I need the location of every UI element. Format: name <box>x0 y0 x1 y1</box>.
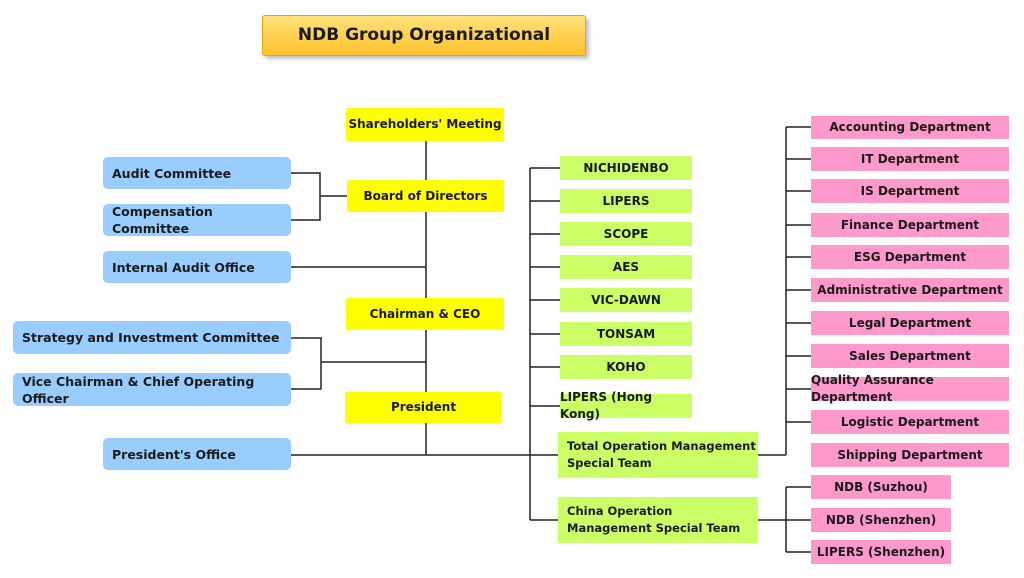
china-operation-team-box: China Operation Management Special Team <box>558 497 758 543</box>
subsidiary-box: LIPERS (Hong Kong) <box>560 390 692 421</box>
strategy-investment-committee-box: Strategy and Investment Committee <box>13 321 291 354</box>
department-box: Accounting Department <box>811 116 1009 139</box>
department-box: Sales Department <box>811 344 1009 368</box>
department-box: IS Department <box>811 179 1009 203</box>
department-box: ESG Department <box>811 245 1009 269</box>
subsidiary-box: NICHIDENBO <box>560 156 692 180</box>
subsidiary-box: TONSAM <box>560 322 692 346</box>
subsidiary-box: LIPERS <box>560 189 692 213</box>
presidents-office-box: President's Office <box>103 438 291 470</box>
china-unit-box: LIPERS (Shenzhen) <box>811 540 951 564</box>
shareholders-meeting-box: Shareholders' Meeting <box>346 108 504 141</box>
department-box: Finance Department <box>811 213 1009 237</box>
chairman-ceo-box: Chairman & CEO <box>346 298 504 330</box>
department-box: Shipping Department <box>811 443 1009 467</box>
department-box: Legal Department <box>811 311 1009 335</box>
department-box: Logistic Department <box>811 410 1009 434</box>
subsidiary-box: AES <box>560 255 692 279</box>
department-box: IT Department <box>811 147 1009 171</box>
china-unit-box: NDB (Shenzhen) <box>811 508 951 532</box>
board-of-directors-box: Board of Directors <box>347 180 504 212</box>
total-operation-team-box: Total Operation Management Special Team <box>558 432 758 478</box>
chart-title: NDB Group Organizational <box>262 15 586 56</box>
audit-committee-box: Audit Committee <box>103 157 291 189</box>
subsidiary-box: VIC-DAWN <box>560 288 692 312</box>
compensation-committee-box: Compensation Committee <box>103 204 291 236</box>
department-box: Quality Assurance Department <box>811 373 1009 404</box>
president-box: President <box>345 392 502 423</box>
vice-chairman-coo-box: Vice Chairman & Chief Operating Officer <box>13 373 291 406</box>
internal-audit-office-box: Internal Audit Office <box>103 251 291 283</box>
department-box: Administrative Department <box>811 278 1009 302</box>
subsidiary-box: SCOPE <box>560 222 692 246</box>
china-unit-box: NDB (Suzhou) <box>811 475 951 499</box>
subsidiary-box: KOHO <box>560 355 692 379</box>
